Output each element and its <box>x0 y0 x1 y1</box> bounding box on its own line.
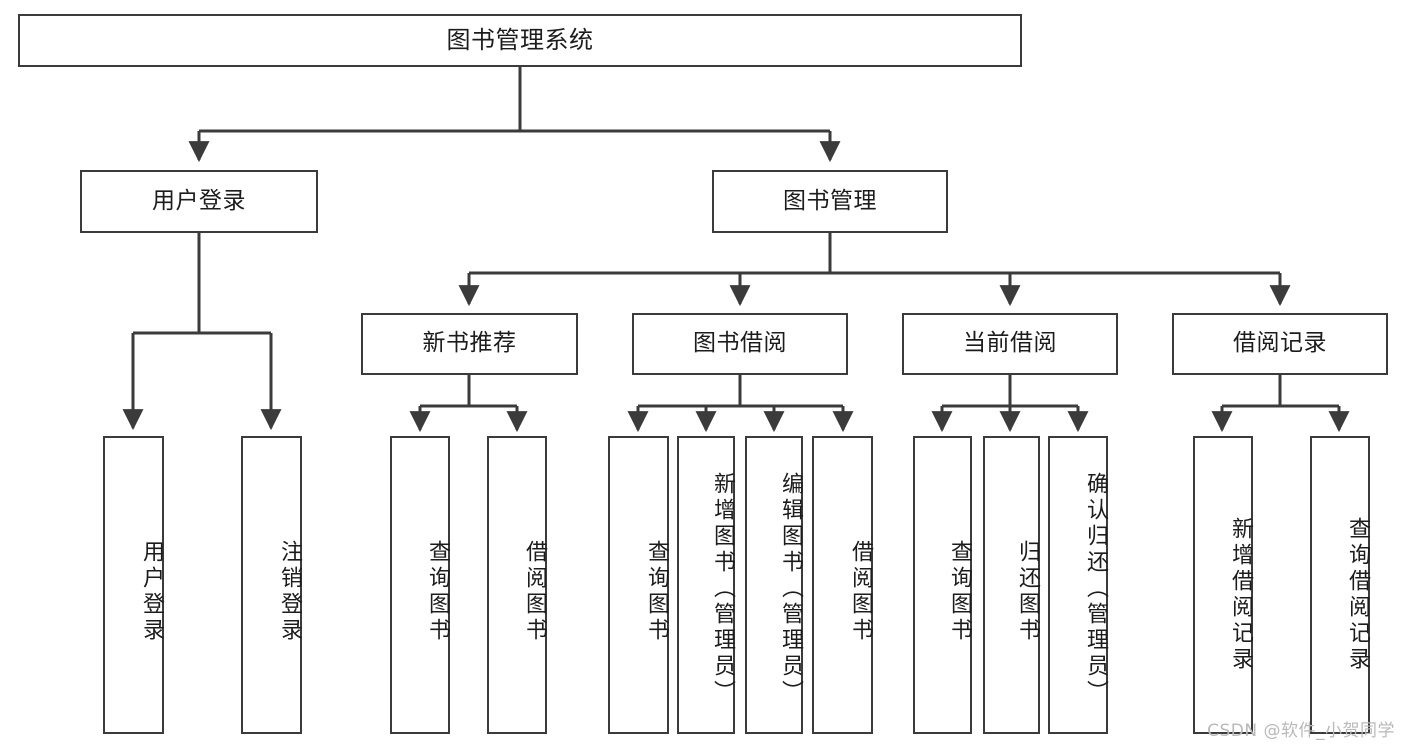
leaf-label: 查询图书 <box>947 540 972 644</box>
leaf-book-borrow-0[interactable]: 查询图书 <box>608 436 669 734</box>
leaf-label: 注销登录 <box>277 540 302 644</box>
leaf-current-borrow-2[interactable]: 确认归还（管理员） <box>1048 436 1108 734</box>
leaf-label: 借阅图书 <box>522 540 547 644</box>
leaf-label: 归还图书 <box>1015 540 1040 644</box>
leaf-borrow-record-1[interactable]: 查询借阅记录 <box>1310 436 1370 734</box>
leaf-label: 查询图书 <box>644 540 669 644</box>
leaf-book-borrow-1[interactable]: 新增图书（管理员） <box>677 436 735 734</box>
leaf-book-borrow-2[interactable]: 编辑图书（管理员） <box>745 436 803 734</box>
leaf-borrow-record-0[interactable]: 新增借阅记录 <box>1193 436 1253 734</box>
leaf-current-borrow-0[interactable]: 查询图书 <box>913 436 972 734</box>
node-root-system[interactable]: 图书管理系统 <box>18 14 1022 67</box>
leaf-label: 借阅图书 <box>848 540 873 644</box>
node-new-book-recommend[interactable]: 新书推荐 <box>361 313 578 375</box>
node-new-book-recommend-label: 新书推荐 <box>422 330 517 357</box>
node-book-manage[interactable]: 图书管理 <box>712 170 948 233</box>
leaf-label: 用户登录 <box>139 540 164 644</box>
node-user-login[interactable]: 用户登录 <box>80 170 318 233</box>
node-current-borrow[interactable]: 当前借阅 <box>902 313 1118 375</box>
leaf-label: 编辑图书（管理员） <box>778 472 803 706</box>
leaf-label: 新增图书（管理员） <box>710 472 735 706</box>
csdn-watermark: CSDN @软件_小贺同学 <box>1207 721 1395 741</box>
leaf-label: 查询借阅记录 <box>1345 517 1370 673</box>
leaf-current-borrow-1[interactable]: 归还图书 <box>983 436 1040 734</box>
node-book-manage-label: 图书管理 <box>783 187 877 214</box>
node-root-system-label: 图书管理系统 <box>446 26 594 55</box>
node-user-login-label: 用户登录 <box>152 187 246 214</box>
node-borrow-record-label: 借阅记录 <box>1233 330 1327 357</box>
node-book-borrow-label: 图书借阅 <box>693 330 787 357</box>
leaf-book-borrow-3[interactable]: 借阅图书 <box>812 436 873 734</box>
leaf-label: 查询图书 <box>425 540 450 644</box>
leaf-user-login-1[interactable]: 注销登录 <box>241 436 302 734</box>
leaf-new-book-recommend-0[interactable]: 查询图书 <box>390 436 450 734</box>
node-book-borrow[interactable]: 图书借阅 <box>632 313 848 375</box>
leaf-label: 确认归还（管理员） <box>1083 472 1108 706</box>
node-borrow-record[interactable]: 借阅记录 <box>1172 313 1388 375</box>
leaf-label: 新增借阅记录 <box>1228 517 1253 673</box>
leaf-user-login-0[interactable]: 用户登录 <box>103 436 164 734</box>
node-current-borrow-label: 当前借阅 <box>963 330 1057 357</box>
leaf-new-book-recommend-1[interactable]: 借阅图书 <box>487 436 547 734</box>
